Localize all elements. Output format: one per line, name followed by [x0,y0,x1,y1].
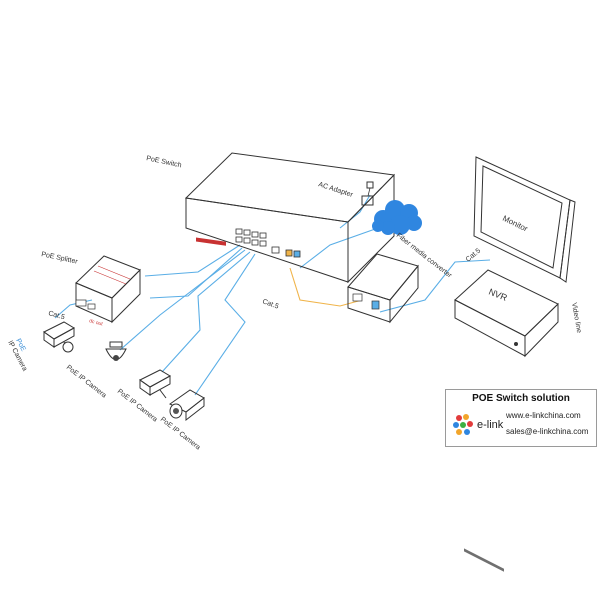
video-line-label: Video line [570,302,582,333]
fiber-converter-text: Fiber media converter [395,232,453,280]
poe-switch: PoE Switch [146,152,396,284]
camera-icon: PoE IP Camera [6,321,76,372]
switch-ports [235,228,301,258]
poe-splitter: PoE Splitter Cat.5 dc out [41,251,141,328]
nvr-label: NVR [487,287,509,304]
cable-switch-splitter [144,244,241,277]
cat5-middle-label: Cat.5 [261,298,279,310]
info-brand: e-link [477,419,504,431]
cable-converter-nvr [379,259,491,313]
camera3-label: PoE IP Camera [159,416,202,451]
cat5-splitter-label: Cat.5 [47,310,65,321]
info-title: POE Switch solution [472,393,570,404]
bullet-camera-icon: PoE IP Camera [159,389,205,452]
splitter-out-label: dc out [88,318,103,327]
cable-switch-cloud [299,227,379,269]
fiber-converter-label: Fiber media converter [395,232,453,280]
camera-icon: PoE IP Camera [116,369,172,424]
poe-switch-label: PoE Switch [146,155,183,169]
info-email[interactable]: sales@e-linkchina.com [506,427,589,436]
cable-switch-splitter-2 [149,247,243,299]
poe-splitter-label: PoE Splitter [41,251,79,266]
ac-adapter-label: AC Adapter [317,181,354,199]
info-box: POE Switch solution e-link www.e-linkchi… [445,389,597,447]
fiber-cable [289,267,363,307]
cable-switch-dome [119,249,246,351]
monitor: Monitor [473,156,576,283]
info-website[interactable]: www.e-linkchina.com [506,411,581,420]
cable-group [54,194,491,396]
cable-switch-bullet [194,253,256,396]
camera1-label: PoE IP Camera [65,364,108,399]
cable-switch-camera3 [161,251,251,373]
monitor-label: Monitor [501,214,529,234]
fiber-media-converter: Fiber media converter [347,232,453,324]
cable-switch-adapter [339,194,371,229]
cloud-icon [372,200,422,235]
e-link-logo-icon [453,414,473,435]
ac-adapter: AC Adapter [317,181,374,206]
